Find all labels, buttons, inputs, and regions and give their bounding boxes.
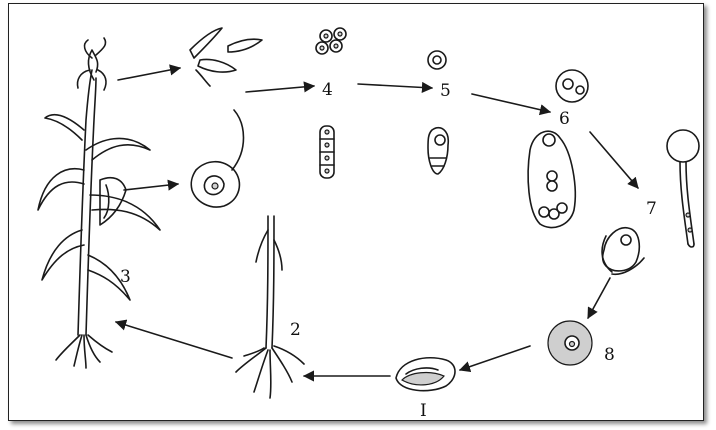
arrow-to-8 [588, 278, 610, 318]
arrow-8-to-seed [460, 346, 530, 370]
arrow-to-4 [246, 86, 314, 92]
arrow-4-to-5 [358, 84, 432, 88]
arrow-5-to-6 [472, 94, 550, 112]
label-stage-7: 7 [646, 199, 657, 219]
mature-embryo-sac [528, 131, 575, 227]
pollen-grain [556, 70, 588, 102]
mature-plant [38, 38, 160, 368]
arrow-6-to-7 [590, 132, 638, 188]
germinating-pollen [667, 130, 699, 247]
stamens [190, 28, 262, 86]
label-stage-1: I [420, 401, 427, 421]
label-stage-8: 8 [604, 345, 615, 365]
label-stage-5: 5 [440, 81, 451, 101]
seedling [236, 216, 304, 398]
label-stage-2: 2 [290, 320, 301, 340]
ovule [191, 110, 243, 207]
label-stage-3: 3 [120, 267, 131, 287]
label-stage-4: 4 [322, 80, 333, 100]
developing-embryo-sac [428, 128, 448, 174]
microspore [428, 51, 446, 69]
tetrad [316, 28, 346, 54]
arrow-plant-to-stamens [118, 68, 180, 80]
arrow-seedling-to-plant [116, 322, 232, 358]
zygote [548, 321, 592, 365]
fertilization [602, 228, 644, 275]
seed [396, 358, 455, 391]
arrow-plant-to-ovule [124, 184, 178, 190]
megaspore-row [320, 126, 334, 178]
label-stage-6: 6 [559, 109, 570, 129]
